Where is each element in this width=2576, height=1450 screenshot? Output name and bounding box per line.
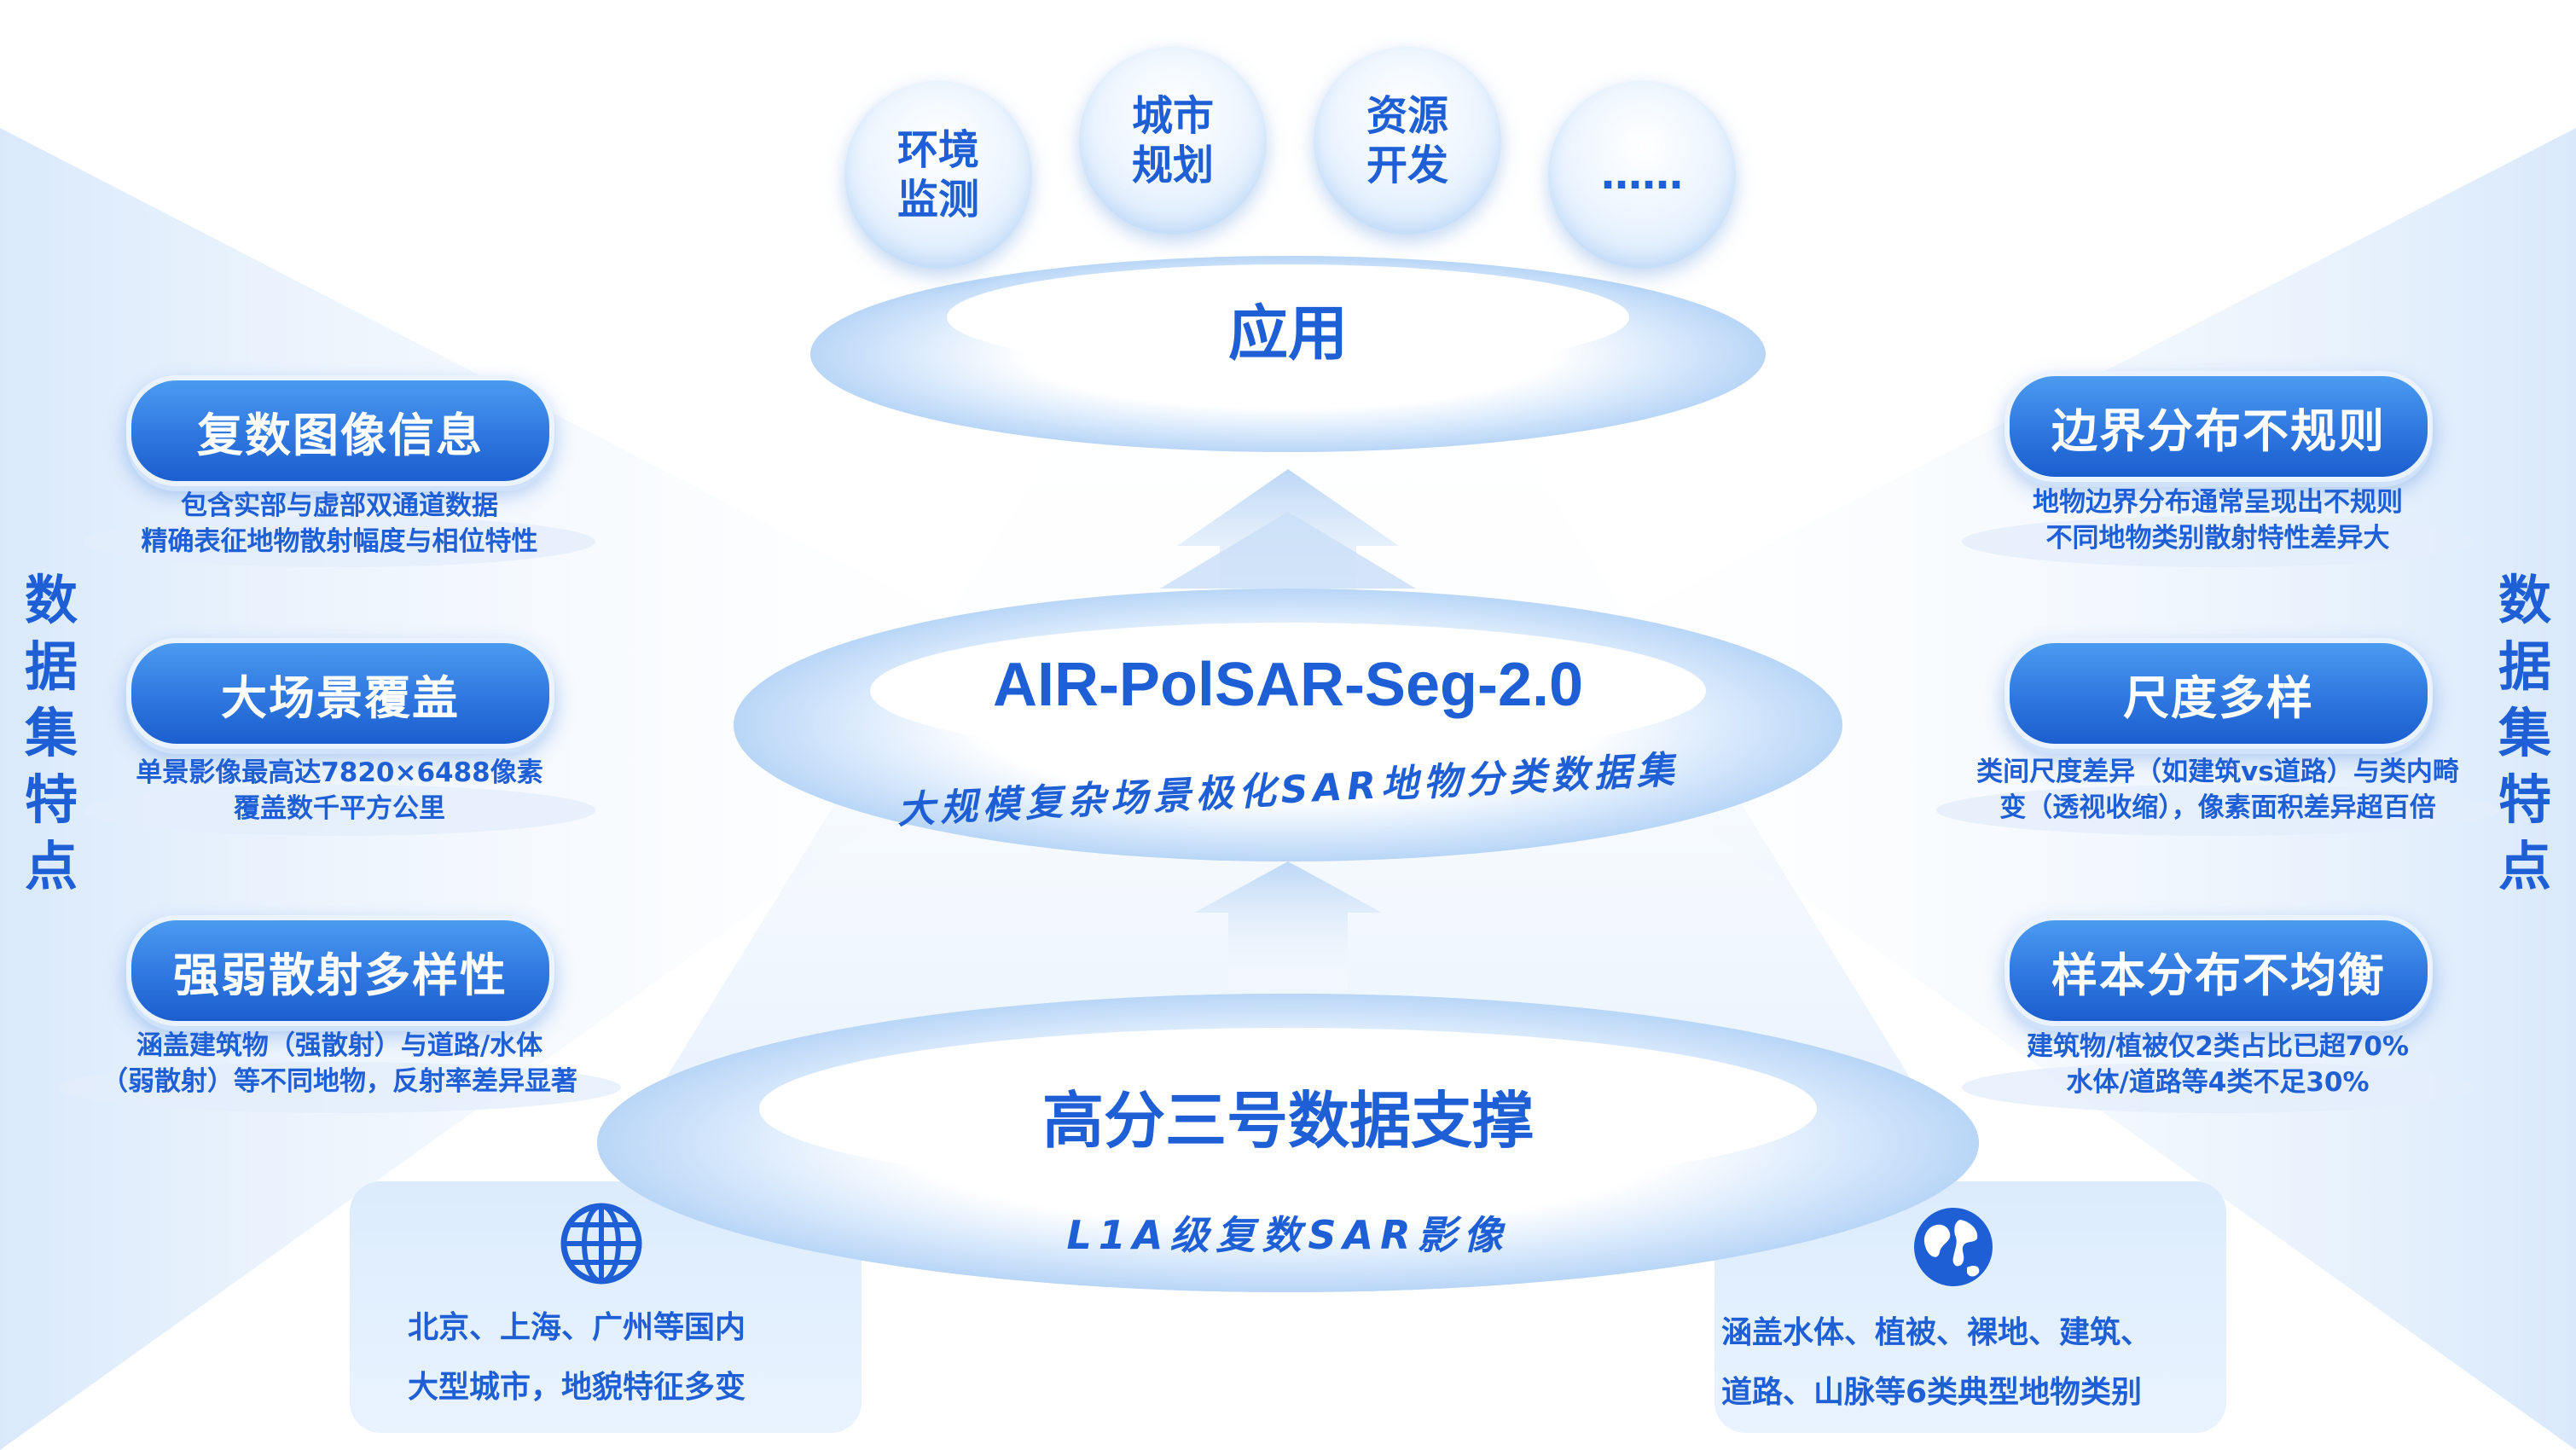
dataset-name: AIR-PolSAR-Seg-2.0	[992, 651, 1584, 719]
bottom-ring	[597, 994, 1979, 1292]
feature-pill-irregular-boundary: 边界分布不规则	[2005, 371, 2433, 482]
app-bubble-resource: 资源 开发	[1314, 47, 1501, 235]
upward-arrow-bottom	[1194, 861, 1382, 989]
bottom-text-left: 北京、上海、广州等国内 大型城市，地貌特征多变	[408, 1310, 746, 1405]
feature-pill-imbalanced-samples: 样本分布不均衡	[2005, 915, 2433, 1026]
feature-pill-large-scene: 大场景覆盖	[126, 638, 554, 749]
feature-pill-complex-image: 复数图像信息	[126, 375, 554, 486]
source-subtitle: L1A级复数SAR影像	[1066, 1212, 1510, 1258]
side-title-left: 数 据 集 特 点	[24, 569, 78, 897]
globe-grid-icon	[560, 1203, 642, 1285]
side-title-right: 数 据 集 特 点	[2498, 569, 2551, 897]
source-title: 高分三号数据支撑	[1041, 1085, 1534, 1157]
app-bubble-urban: 城市 规划	[1079, 47, 1267, 235]
earth-icon	[1914, 1208, 1993, 1286]
feature-desc-imbalanced-samples: 建筑物/植被仅2类占比已超70% 水体/道路等4类不足30%	[2026, 1031, 2410, 1098]
feature-pill-scattering-diversity: 强弱散射多样性	[126, 915, 554, 1026]
app-bubble-environment: 环境 监测	[844, 81, 1032, 269]
feature-desc-complex-image: 包含实部与虚部双通道数据 精确表征地物散射幅度与相位特性	[141, 490, 538, 557]
feature-pill-scale-diversity: 尺度多样	[2005, 638, 2433, 749]
feature-desc-large-scene: 单景影像最高达7820×6488像素 覆盖数千平方公里	[136, 757, 543, 824]
feature-desc-scale-diversity: 类间尺度差异（如建筑vs道路）与类内畸 变（透视收缩），像素面积差异超百倍	[1976, 757, 2459, 823]
feature-desc-scattering-diversity: 涵盖建筑物（强散射）与道路/水体 （弱散射）等不同地物，反射率差异显著	[102, 1030, 577, 1097]
feature-desc-irregular-boundary: 地物边界分布通常呈现出不规则 不同地物类别散射特性差异大	[2033, 487, 2403, 554]
app-bubble-more: ……	[1548, 81, 1736, 269]
application-label: 应用	[1228, 299, 1348, 368]
bottom-text-right: 涵盖水体、植被、裸地、建筑、 道路、山脉等6类典型地物类别	[1721, 1315, 2152, 1410]
